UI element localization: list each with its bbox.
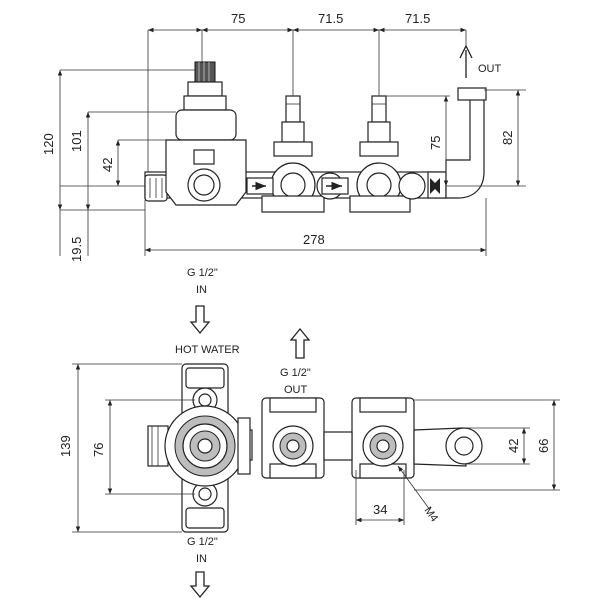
dim-71-5-b: 71.5 — [405, 11, 430, 26]
m4-label: M4 — [422, 505, 441, 524]
shutoff-valve-2 — [349, 95, 411, 213]
dim-42-side: 42 — [100, 158, 115, 172]
shutoff-valve-1 — [261, 95, 325, 213]
front-view: G 1/2" IN HOT WATER — [58, 267, 560, 599]
mixer-body — [147, 363, 253, 533]
out-arrow — [459, 44, 473, 78]
bottom-inlet-arrow — [189, 571, 211, 599]
top-inlet-arrow — [189, 305, 211, 335]
cartridge-spline — [194, 61, 216, 83]
dim-42-front: 42 — [506, 439, 521, 453]
dim-19-5: 19.5 — [69, 237, 84, 262]
top-inlet-dir: IN — [196, 284, 207, 296]
dim-34: 34 — [373, 502, 387, 517]
dim-76: 76 — [91, 443, 106, 457]
dim-82: 82 — [500, 131, 515, 145]
dim-139: 139 — [58, 435, 73, 457]
dim-66: 66 — [536, 439, 551, 453]
valve-block-1 — [261, 397, 325, 479]
dim-71-5-a: 71.5 — [318, 11, 343, 26]
dim-120: 120 — [41, 133, 56, 155]
front-outlet-size: G 1/2" — [280, 367, 311, 379]
side-view: OUT 75 71.5 71.5 120 101 42 19.5 278 — [41, 11, 526, 262]
outlet-elbow — [427, 87, 487, 199]
bottom-inlet-size: G 1/2" — [187, 536, 218, 548]
thermostatic-cartridge — [165, 61, 247, 206]
top-inlet-size: G 1/2" — [187, 267, 218, 279]
dim-278: 278 — [303, 232, 325, 247]
valve-block-2 — [351, 397, 415, 479]
bridge — [323, 431, 353, 461]
bottom-inlet-dir: IN — [196, 553, 207, 565]
out-label: OUT — [478, 63, 502, 75]
front-outlet-dir: OUT — [284, 384, 308, 396]
dim-101: 101 — [69, 130, 84, 152]
dim-75-top: 75 — [231, 11, 245, 26]
hot-water-label: HOT WATER — [175, 344, 240, 356]
dim-75-right: 75 — [428, 136, 443, 150]
front-out-arrow — [289, 327, 311, 359]
